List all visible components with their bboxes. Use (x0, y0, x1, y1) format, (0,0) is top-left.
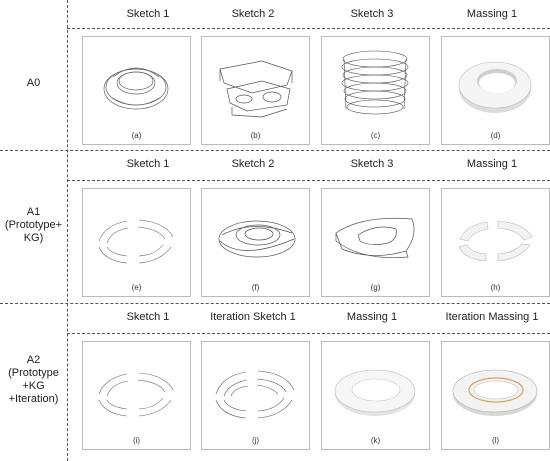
segmented-massing-image (458, 220, 533, 262)
header-a0-2: Sketch 2 (231, 8, 275, 20)
row-divider-2 (0, 303, 550, 304)
segmented-ring-sketch-image (98, 219, 174, 264)
header-divider-a0 (67, 28, 550, 29)
tower-sketch-image (341, 50, 409, 115)
image-a: (a) (82, 36, 191, 145)
image-e: (e) (82, 188, 191, 297)
image-d: (d) (441, 36, 550, 145)
header-a1-4: Massing 1 (466, 158, 518, 170)
header-a2-1: Sketch 1 (126, 311, 170, 323)
header-a0-4: Massing 1 (466, 8, 518, 20)
header-a1-2: Sketch 2 (231, 158, 275, 170)
iteration-massing-image (452, 369, 538, 416)
swirl-sketch-image (218, 220, 296, 258)
image-h: (h) (441, 188, 550, 297)
header-a2-2: Iteration Sketch 1 (210, 311, 296, 323)
image-j: (j) (201, 341, 310, 450)
header-a0-1: Sketch 1 (126, 8, 170, 20)
image-k: (k) (321, 341, 430, 450)
image-c: (c) (321, 36, 430, 145)
row-label-a1: A1 (Prototype+ KG) (4, 206, 63, 244)
row-divider-1 (0, 150, 550, 151)
image-l: (l) (441, 341, 550, 450)
header-a1-3: Sketch 3 (350, 158, 394, 170)
row-label-a2: A2 (Prototype +KG +Iteration) (8, 354, 59, 405)
header-a2-3: Massing 1 (346, 311, 398, 323)
iterated-ring-sketch-image (215, 370, 295, 419)
massing-ring-image (458, 61, 532, 113)
header-a0-3: Sketch 3 (350, 8, 394, 20)
header-divider-a2 (67, 333, 550, 334)
column-divider (67, 0, 68, 461)
image-i: (i) (82, 341, 191, 450)
stacked-volumes-sketch-image (219, 60, 293, 118)
header-a2-4: Iteration Massing 1 (445, 311, 539, 323)
ring-massing-image (334, 369, 416, 416)
stadium-sketch-image (335, 217, 415, 258)
header-a1-1: Sketch 1 (126, 158, 170, 170)
row-label-a0: A0 (26, 77, 41, 89)
ring-sketch-image (103, 67, 169, 110)
image-g: (g) (321, 188, 430, 297)
image-f: (f) (201, 188, 310, 297)
segmented-ring-sketch-image (98, 372, 174, 417)
image-b: (b) (201, 36, 310, 145)
header-divider-a1 (67, 180, 550, 181)
